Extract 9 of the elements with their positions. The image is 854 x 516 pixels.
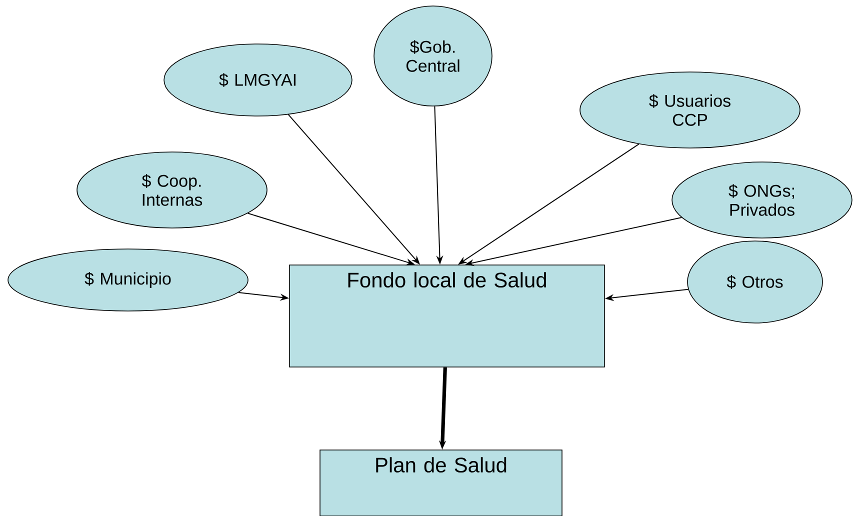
oval-node: $ ONGs; Privados xyxy=(672,162,852,238)
oval-node: $ Usuarios CCP xyxy=(580,72,800,148)
oval-node: $Gob. Central xyxy=(374,6,492,106)
oval-node: $ Municipio xyxy=(8,248,248,312)
oval-node: $ LMGYAI xyxy=(164,44,352,116)
oval-node: $ Otros xyxy=(687,240,823,324)
process-box: Plan de Salud xyxy=(320,450,562,516)
process-box: Fondo local de Salud xyxy=(289,264,605,368)
oval-node: $ Coop. Internas xyxy=(76,152,268,228)
